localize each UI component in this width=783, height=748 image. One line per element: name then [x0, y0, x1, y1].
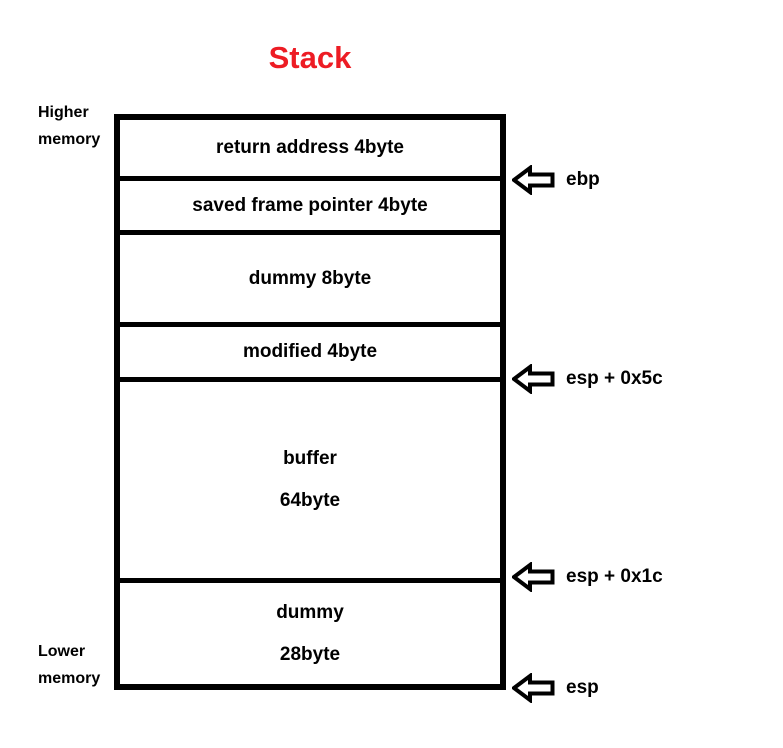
pointer-label-esp-plus-0x1c: esp + 0x1c: [566, 566, 663, 587]
stack-row-label: modified 4byte: [242, 341, 378, 362]
stack-row-saved-frame-pointer: saved frame pointer 4byte: [120, 181, 500, 235]
higher-memory-line1: Higher: [38, 104, 89, 121]
pointer-ebp: ebp: [512, 164, 600, 196]
lower-memory-line2: memory: [38, 670, 101, 687]
stack-row-size: 28byte: [279, 643, 341, 665]
pointer-label-ebp: ebp: [566, 169, 600, 190]
pointer-esp-plus-0x1c: esp + 0x1c: [512, 561, 663, 593]
stack-row-dummy-28byte: dummy 28byte: [120, 583, 500, 684]
stack-row-return-address: return address 4byte: [120, 120, 500, 181]
stack-row-dummy-8byte: dummy 8byte: [120, 235, 500, 327]
stack-row-label: dummy 8byte: [248, 267, 372, 289]
stack-row-label: buffer: [283, 448, 337, 469]
left-block-arrow-icon: [512, 165, 555, 195]
stack-row-size: 64byte: [279, 490, 341, 511]
higher-memory-line2: memory: [38, 131, 101, 148]
left-block-arrow-icon: [512, 364, 555, 394]
stack-row-modified: modified 4byte: [120, 327, 500, 382]
stack-row-label: dummy: [276, 601, 344, 623]
left-block-arrow-icon: [512, 673, 555, 703]
left-block-arrow-icon: [512, 562, 555, 592]
pointer-label-esp: esp: [566, 677, 599, 698]
stack-box: return address 4byte saved frame pointer…: [114, 114, 506, 690]
lower-memory-line1: Lower: [38, 643, 86, 660]
pointer-esp-plus-0x5c: esp + 0x5c: [512, 363, 663, 395]
lower-memory-label: Lower memory: [38, 638, 100, 692]
stack-row-label: return address 4byte: [216, 137, 404, 158]
higher-memory-label: Higher memory: [38, 99, 100, 153]
pointer-esp: esp: [512, 672, 599, 704]
stack-row-buffer: buffer 64byte: [120, 382, 500, 583]
page-title: Stack: [268, 40, 352, 75]
stack-row-label: saved frame pointer 4byte: [192, 194, 428, 216]
pointer-label-esp-plus-0x5c: esp + 0x5c: [566, 368, 663, 389]
